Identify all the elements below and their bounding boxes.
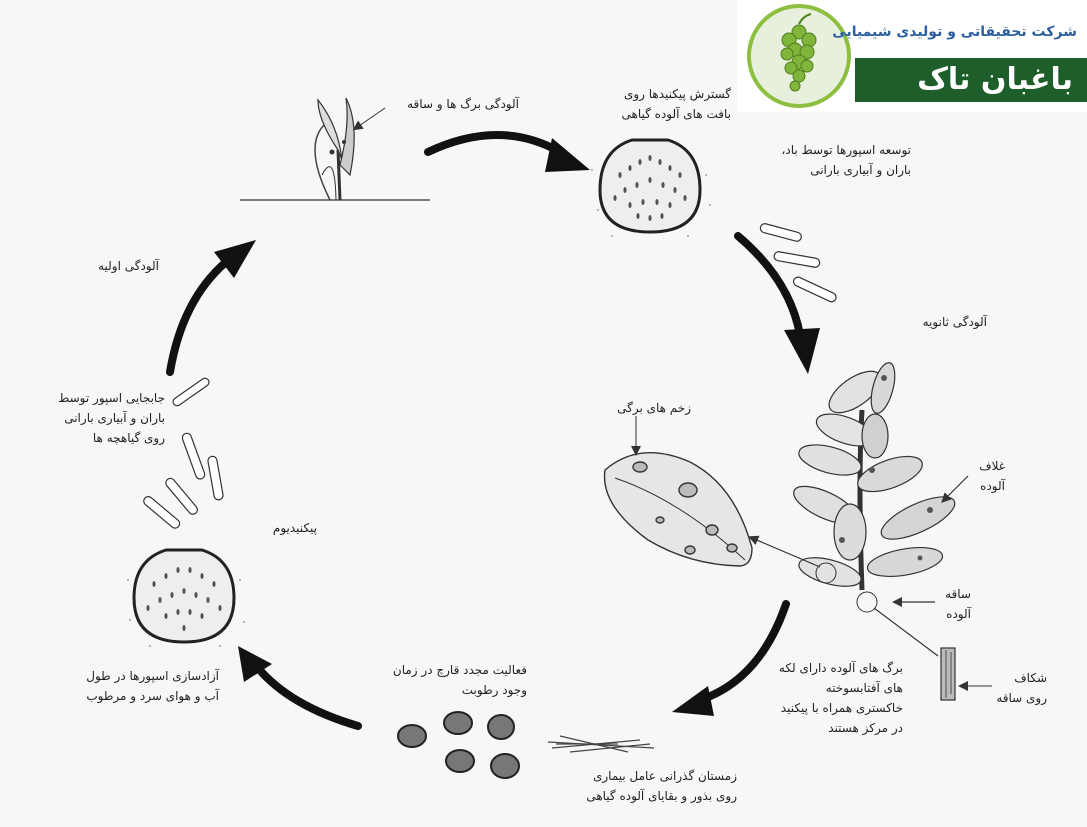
label-overwintering: زمستان گذرانی عامل بیماری روی بذور و بقا…	[586, 769, 737, 803]
spores-left	[143, 377, 224, 529]
infected-seeds-illustration	[397, 711, 520, 779]
grape-emblem	[747, 4, 851, 108]
label-leaf-lesions: زخم های برگی	[617, 401, 691, 415]
cycle-arrow-right-upper	[734, 232, 820, 374]
infected-plant-illustration	[748, 362, 969, 657]
plant-debris-illustration	[547, 735, 655, 753]
cycle-arrow-right-lower	[672, 600, 790, 716]
label-reactivation: فعالیت مجدد قارچ در زمان وجود رطوبت	[392, 663, 527, 697]
stem-crack-illustration	[940, 647, 992, 701]
company-logo: شرکت تحقیقاتی و تولیدی شیمیایی باغبان تا…	[737, 0, 1087, 112]
cycle-arrow-top	[424, 131, 590, 172]
label-leaf-spots: برگ های آلوده دارای لکه های آفتابسوخته خ…	[778, 661, 903, 735]
spores-top-right	[759, 223, 837, 303]
logo-company-name: شرکت تحقیقاتی و تولیدی شیمیایی	[832, 24, 1077, 40]
logo-brand-name: باغبان تاک	[917, 62, 1073, 97]
label-secondary-infection: آلودگی ثانویه	[922, 315, 987, 329]
label-infected-sheath: غلاف آلوده	[979, 459, 1005, 493]
pycnidium-top-illustration	[591, 138, 711, 237]
logo-brand-band	[855, 58, 1087, 102]
cycle-arrow-left	[166, 240, 256, 376]
label-spore-spread-wind: توسعه اسپورها توسط باد، باران و آبیاری ب…	[781, 143, 911, 177]
label-pycnidium: پیکنیدیوم	[272, 521, 317, 535]
pycnidium-bottom-illustration	[127, 548, 245, 647]
label-primary-infection: آلودگی اولیه	[98, 259, 159, 273]
label-leaf-stem-infection: آلودگی برگ ها و ساقه	[407, 97, 519, 111]
label-pycnidia-spread: گسترش پیکنیدها روی بافت های آلوده گیاهی	[621, 87, 731, 121]
cycle-arrow-bottom	[238, 646, 362, 730]
label-spore-movement: جابجایی اسپور توسط باران و آبیاری بارانی…	[58, 391, 165, 445]
label-stem-cracks: شکاف روی ساقه	[996, 671, 1047, 705]
label-infected-stem: ساقه آلوده	[945, 587, 971, 621]
leaf-lesion-illustration	[603, 416, 753, 567]
seedling-illustration	[240, 97, 430, 201]
label-spore-release: آزادسازی اسپورها در طول آب و هوای سرد و …	[86, 669, 219, 703]
